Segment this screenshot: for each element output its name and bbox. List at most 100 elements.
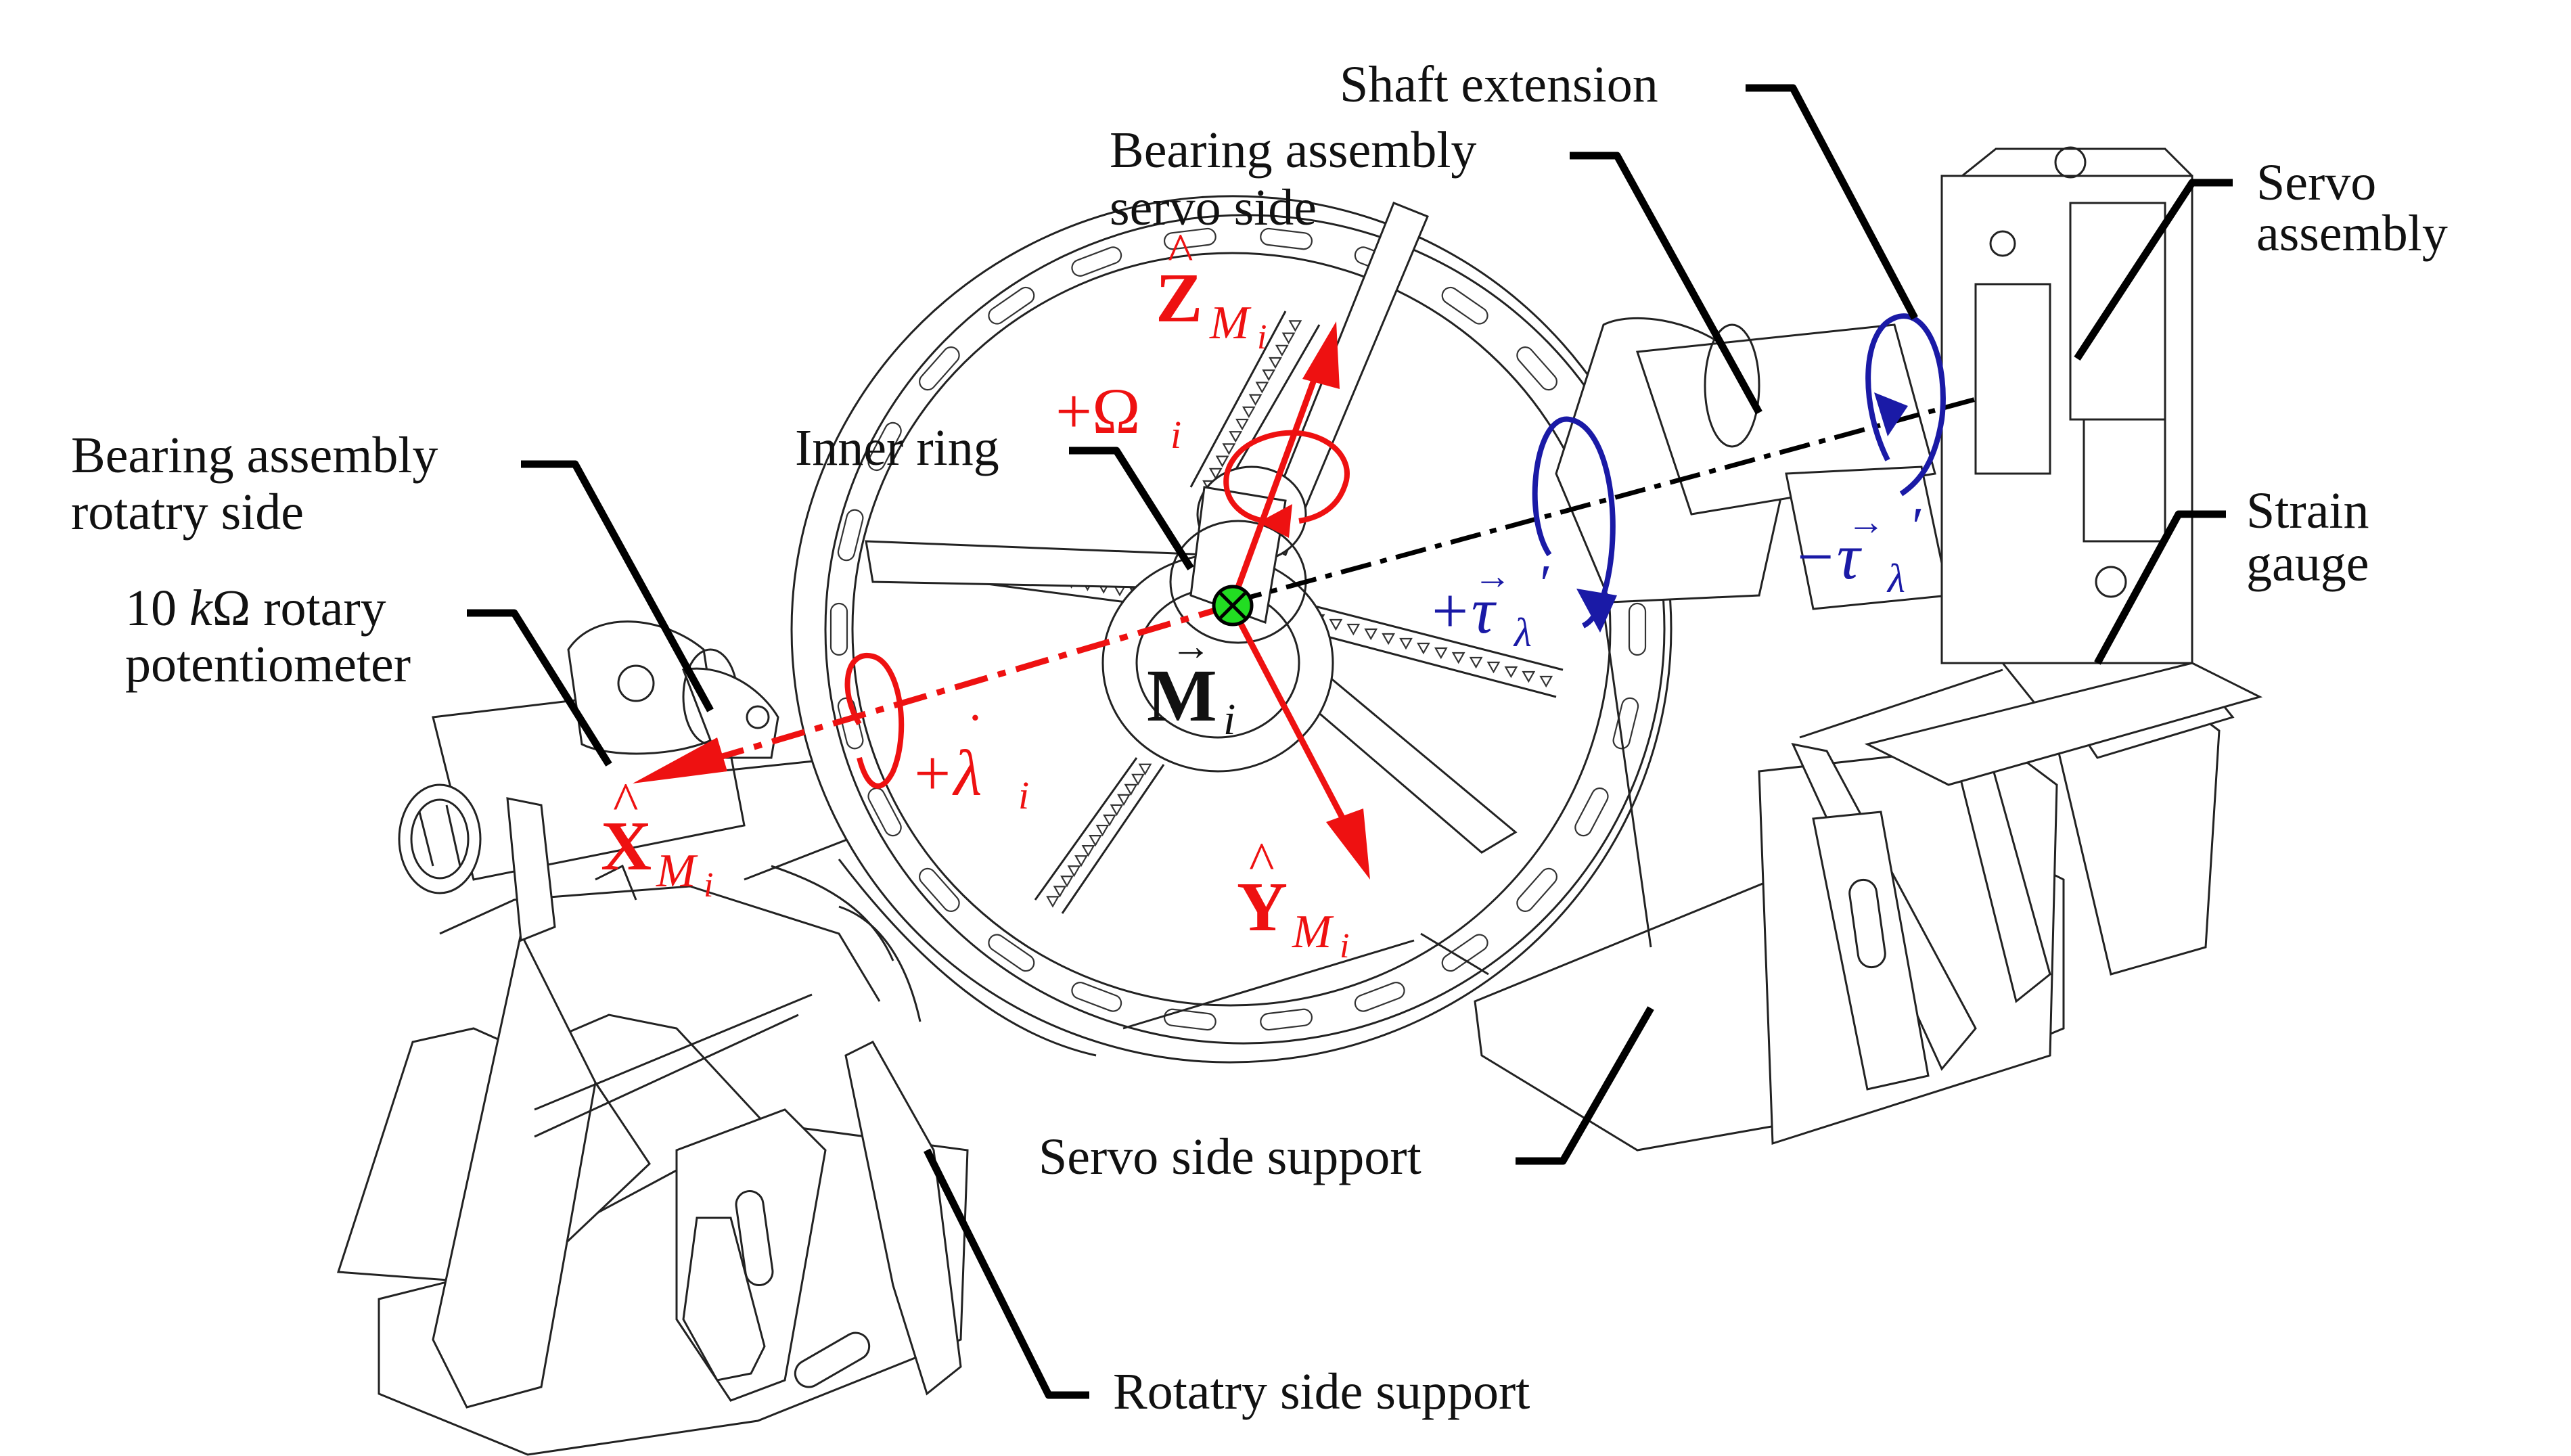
ring-slot	[829, 602, 848, 656]
svg-text:X: X	[601, 807, 652, 885]
ring-slot	[1071, 982, 1122, 1012]
ring-slot	[988, 286, 1035, 325]
leader-potentiometer	[467, 609, 612, 767]
z-axis-label: Z ^ M i	[1156, 223, 1267, 357]
label-potentiometer-line2: potentiometer	[125, 636, 411, 693]
lambda-rotation-arrow	[844, 652, 905, 789]
ring-slot	[1163, 227, 1216, 250]
label-servo-side-support: Servo side support	[1039, 1129, 1421, 1185]
lattice-hole	[1053, 886, 1067, 898]
label-strain-gauge-line1: Strain	[2246, 482, 2369, 539]
svg-text:M: M	[1292, 906, 1334, 958]
lattice-hole	[1382, 633, 1395, 645]
ring-slot	[867, 422, 902, 472]
svg-text:i: i	[1018, 773, 1029, 817]
lattice-hole	[1060, 875, 1074, 888]
lattice-hole	[1242, 406, 1256, 419]
ring-slot	[867, 787, 902, 837]
svg-text:i: i	[1170, 413, 1181, 457]
ring-slot	[1628, 602, 1647, 656]
svg-text:→: →	[1170, 624, 1211, 668]
svg-text:→: →	[1474, 555, 1511, 597]
ring-slot	[837, 509, 864, 562]
lattice-hole	[1417, 642, 1430, 655]
ring-slot	[1260, 1008, 1313, 1031]
y-axis-line	[1229, 604, 1349, 827]
svg-text:M: M	[1147, 654, 1217, 737]
lattice-hole	[1539, 675, 1553, 688]
lattice-hole	[1434, 647, 1448, 660]
svg-text:Y: Y	[1237, 868, 1288, 946]
lattice-hole	[1451, 652, 1465, 664]
base-lines	[838, 608, 1652, 1057]
lattice-hole	[1067, 865, 1081, 878]
svg-text:M: M	[656, 845, 698, 897]
x-axis-label: X ^ M i	[601, 773, 713, 905]
svg-text:^: ^	[1249, 832, 1275, 892]
lattice-hole	[1269, 357, 1282, 369]
lattice-hole	[1364, 628, 1378, 641]
svg-text:i: i	[1223, 695, 1235, 744]
tau-minus-label: −τ → λ ′	[1793, 497, 1924, 601]
x-axis-arrowhead	[633, 737, 727, 783]
ring-slot	[1516, 867, 1557, 912]
lattice-hole	[1486, 661, 1501, 674]
omega-rotation-arrow	[1223, 430, 1350, 524]
svg-text:−τ: −τ	[1793, 520, 1863, 593]
svg-text:+Ω: +Ω	[1055, 375, 1140, 447]
lattice-hole	[1281, 332, 1296, 344]
label-servo-assembly-line2: assembly	[2256, 205, 2448, 262]
lattice-hole	[1275, 344, 1289, 357]
svg-text:^: ^	[1168, 223, 1193, 283]
y-axis-arrowhead	[1326, 809, 1370, 880]
lattice-hole	[1089, 835, 1102, 847]
leader-strain-gauge	[2094, 510, 2226, 665]
svg-text:′: ′	[1540, 555, 1552, 614]
ring-slot	[1354, 982, 1405, 1012]
svg-text:˙: ˙	[966, 704, 984, 763]
lattice-hole	[1262, 369, 1276, 382]
ring-slot	[1441, 934, 1488, 972]
leader-shaft-extension	[1746, 84, 1918, 320]
label-bearing-rotary-line1: Bearing assembly	[71, 427, 438, 484]
label-strain-gauge-line2: gauge	[2246, 535, 2369, 592]
x-axis-line	[682, 602, 1233, 771]
svg-text:+λ: +λ	[910, 737, 982, 809]
lattice-hole	[1215, 455, 1229, 468]
z-axis-arrowhead	[1302, 321, 1340, 389]
svg-text:i: i	[1257, 318, 1267, 357]
lattice-hole	[1504, 666, 1518, 679]
lattice-hole	[1208, 468, 1223, 480]
lattice-hole	[1110, 804, 1124, 817]
svg-text:′: ′	[1912, 497, 1924, 557]
omega-arrowhead	[1258, 504, 1292, 538]
ring-slot	[1574, 787, 1609, 837]
lattice-hole	[1081, 845, 1095, 857]
ring-slot	[1071, 246, 1122, 277]
lattice-hole	[1248, 394, 1262, 406]
lattice-hole	[1235, 418, 1249, 431]
leader-rotatry-side-support	[924, 1148, 1089, 1399]
y-axis-label: Y ^ M i	[1237, 832, 1349, 965]
label-bearing-rotary-line2: rotatry side	[71, 484, 304, 541]
tau-plus-label: +τ → λ ′	[1428, 555, 1552, 655]
leader-bearing-rotary	[521, 460, 714, 712]
ring-slot	[919, 346, 960, 391]
svg-text:+τ: +τ	[1428, 574, 1497, 647]
svg-text:i: i	[1340, 927, 1349, 965]
lattice-hole	[1046, 896, 1060, 908]
rotation-axis-black	[1231, 396, 1976, 605]
tau-minus-arrowhead	[1874, 392, 1908, 436]
lattice-hole	[1131, 773, 1145, 786]
svg-text:M: M	[1209, 297, 1252, 349]
leader-servo-assembly	[2074, 179, 2233, 361]
leader-inner-ring	[1069, 447, 1194, 570]
lattice-hole	[1255, 382, 1269, 394]
axis-annotations	[633, 313, 1976, 880]
label-bearing-servo-line1: Bearing assembly	[1110, 122, 1476, 179]
lattice-hole	[1124, 783, 1138, 796]
lattice-hole	[1117, 794, 1131, 806]
label-inner-ring: Inner ring	[795, 419, 999, 476]
rig-drawing	[336, 146, 2263, 1456]
